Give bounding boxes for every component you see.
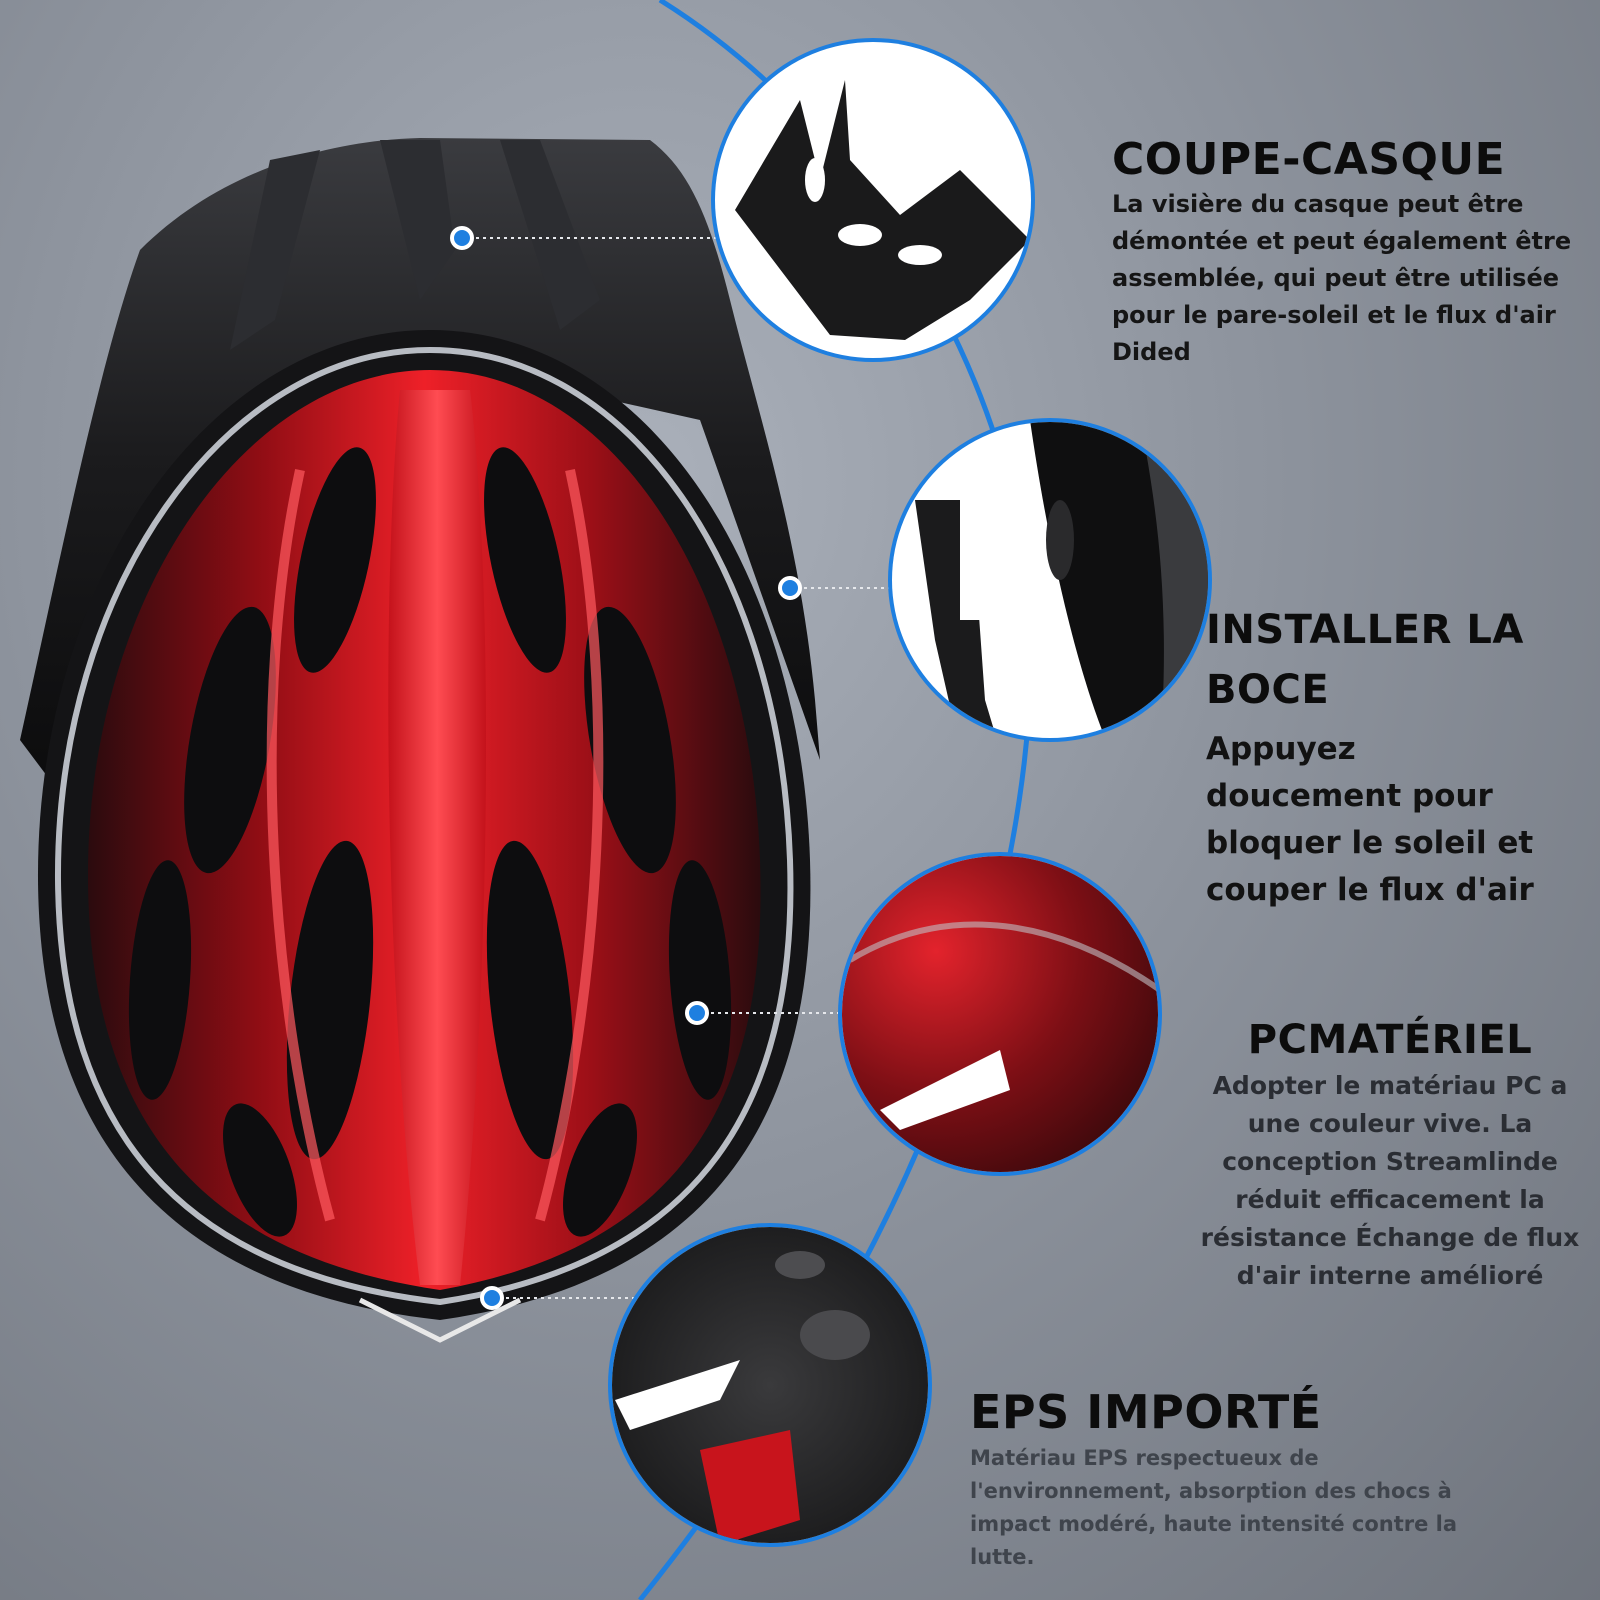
helmet-illustration bbox=[20, 138, 820, 1343]
feature-title: INSTALLER LA BOCE bbox=[1206, 607, 1524, 713]
visor-shape bbox=[20, 138, 820, 780]
feature-title: EPS IMPORTÉ bbox=[970, 1385, 1322, 1439]
detail-circle-pc bbox=[838, 852, 1162, 1176]
callout-dot-eps bbox=[480, 1286, 504, 1310]
callout-markers bbox=[450, 226, 895, 1310]
detail-circle-mount bbox=[888, 418, 1212, 742]
feature-eps: EPS IMPORTÉ Matériau EPS respectueux de … bbox=[970, 1386, 1490, 1574]
callout-dot-pc bbox=[685, 1001, 709, 1025]
callout-dot-visor bbox=[450, 226, 474, 250]
feature-title: PCMATÉRIEL bbox=[1247, 1017, 1533, 1063]
feature-pc-material: PCMATÉRIEL Adopter le matériau PC a une … bbox=[1190, 1015, 1590, 1295]
feature-visor: COUPE-CASQUE La visière du casque peut ê… bbox=[1112, 134, 1582, 371]
feature-description: Adopter le matériau PC a une couleur viv… bbox=[1200, 1071, 1580, 1290]
feature-description: La visière du casque peut être démontée … bbox=[1112, 190, 1572, 366]
detail-circle-eps bbox=[608, 1223, 932, 1547]
feature-description: Matériau EPS respectueux de l'environnem… bbox=[970, 1446, 1458, 1569]
feature-mount: INSTALLER LA BOCE Appuyez doucement pour… bbox=[1206, 600, 1566, 914]
callout-dot-mount bbox=[778, 576, 802, 600]
detail-circle-visor bbox=[711, 38, 1035, 362]
feature-title: COUPE-CASQUE bbox=[1112, 134, 1506, 185]
feature-description: Appuyez doucement pour bloquer le soleil… bbox=[1206, 731, 1534, 908]
